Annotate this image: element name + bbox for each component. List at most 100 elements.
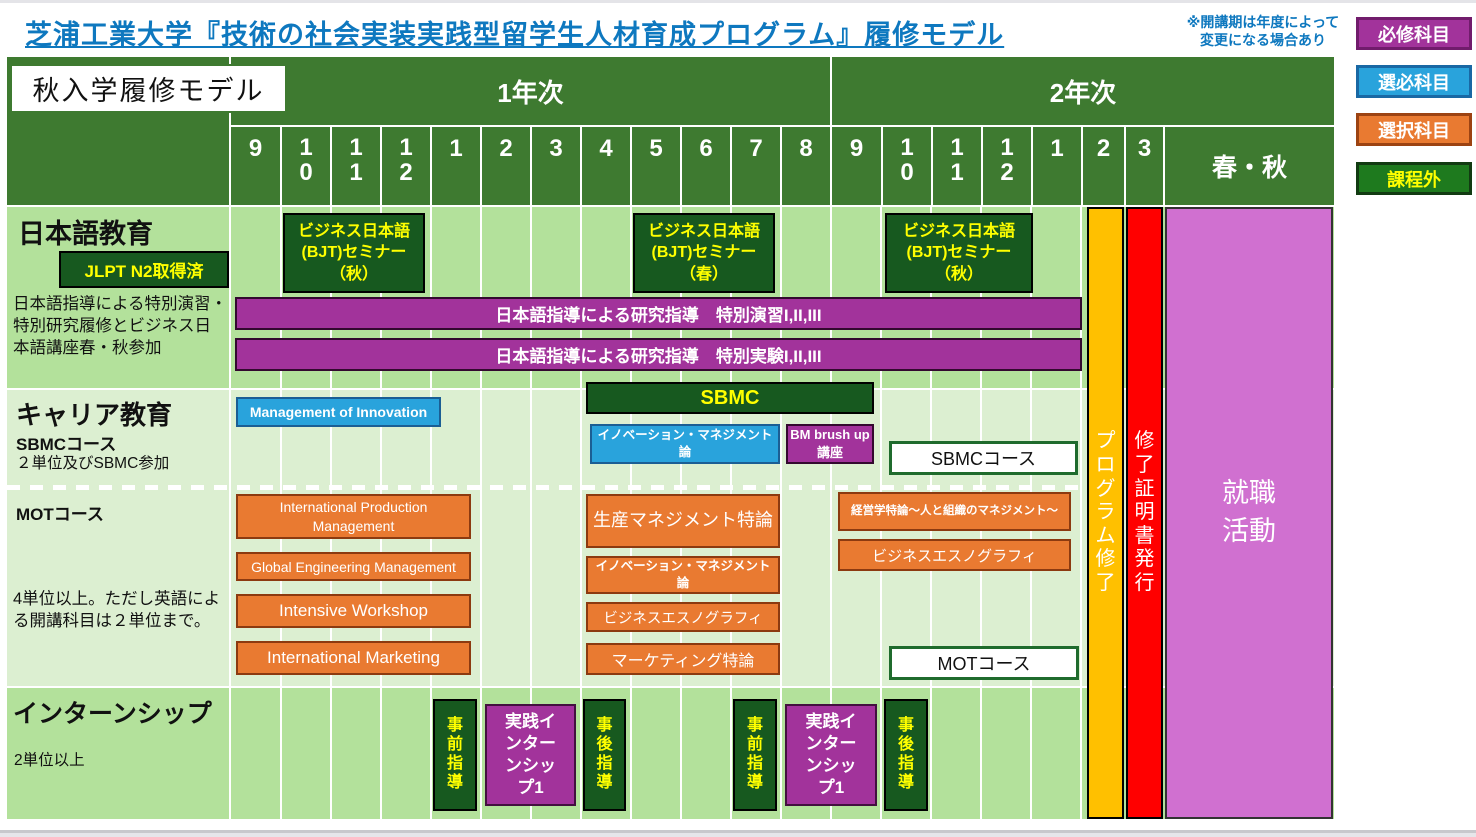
month-cell: 10 <box>881 127 931 205</box>
global-engineering-management-box: Global Engineering Management <box>236 552 471 581</box>
month-label: 2 <box>1096 135 1111 162</box>
bm-brushup-label: BM brush up 講座 <box>790 427 870 460</box>
marketing-box: マーケティング特論 <box>586 643 780 675</box>
sbmc-course-note: ２単位及びSBMC参加 <box>16 455 170 472</box>
research-guidance-seminar-label: 日本語指導による研究指導 特別演習I,II,III <box>495 306 822 325</box>
global-engineering-management-label: Global Engineering Management <box>251 558 456 575</box>
spring-fall-cell: 春・秋 <box>1163 127 1334 205</box>
legend-elective: 選択科目 <box>1356 113 1472 146</box>
sbmc-course-box-label: SBMCコース <box>930 449 1037 469</box>
month-cell: 9 <box>231 127 280 205</box>
month-label: 11 <box>349 134 363 187</box>
gridline <box>480 207 482 819</box>
marketing-label: マーケティング特論 <box>611 653 755 670</box>
month-label: 1 <box>1050 135 1064 162</box>
international-production-management-label: International Production Management <box>279 498 428 534</box>
month-cell: 11 <box>931 127 981 205</box>
internship-section-title: インターンシップ <box>13 700 212 728</box>
certificate-issuance-bar: 修了証明書発行 <box>1126 207 1163 819</box>
production-management-box: 生産マネジメント特論 <box>586 494 780 548</box>
sbmc-box: SBMC <box>586 382 874 414</box>
intensive-workshop-box: Intensive Workshop <box>236 594 471 628</box>
management-of-innovation-box: Management of Innovation <box>236 397 441 427</box>
month-label: 3 <box>549 135 563 162</box>
jlpt-badge: JLPT N2取得済 <box>59 251 229 288</box>
legend-required-label: 必修科目 <box>1378 24 1450 45</box>
month-cell: 3 <box>1124 127 1163 205</box>
practical-internship-label: 実践インターンシップ1 <box>505 711 556 798</box>
post-guidance-label: 事後指導 <box>897 717 914 791</box>
japanese-section-description: 日本語指導による特別演習・特別研究履修とビジネス日本語講座春・秋参加 <box>13 295 228 357</box>
business-ethnography-label: ビジネスエスノグラフィ <box>603 610 763 627</box>
month-cell: 6 <box>680 127 730 205</box>
month-cell: 5 <box>630 127 680 205</box>
jlpt-badge-label: JLPT N2取得済 <box>84 262 204 281</box>
bm-brushup-box: BM brush up 講座 <box>786 424 874 464</box>
bjt-seminar-spring: ビジネス日本語(BJT)セミナー（春） <box>633 213 775 293</box>
sbmc-mot-dashed-divider <box>7 485 1085 490</box>
pre-guidance-box-2: 事前指導 <box>733 699 777 811</box>
business-administration-box: 経営学特論～人と組織のマネジメント～ <box>838 492 1071 531</box>
research-guidance-experiment-label: 日本語指導による研究指導 特別実験I,II,III <box>495 347 822 366</box>
sbmc-label: SBMC <box>700 386 760 409</box>
month-label: 11 <box>950 134 964 187</box>
gridline <box>229 207 231 819</box>
header-divider-vertical <box>229 57 231 205</box>
business-ethnography-mid-box: ビジネスエスノグラフィ <box>586 602 780 632</box>
intensive-workshop-label: Intensive Workshop <box>279 601 428 620</box>
page-title: 芝浦工業大学『技術の社会実装実践型留学生人材育成プログラム』履修モデル <box>25 20 1005 50</box>
month-cell: 1 <box>430 127 480 205</box>
program-completion-label: プログラム修了 <box>1095 430 1116 594</box>
production-management-label: 生産マネジメント特論 <box>593 510 773 531</box>
year2-label: 2年次 <box>1049 77 1117 108</box>
pre-guidance-label: 事前指導 <box>746 717 763 791</box>
pre-guidance-label: 事前指導 <box>446 717 463 791</box>
month-cell: 2 <box>1081 127 1124 205</box>
schedule-note-line2: 変更になる場合あり <box>1200 31 1326 48</box>
month-cell: 4 <box>580 127 630 205</box>
practical-internship-label: 実践インターンシップ1 <box>805 711 857 798</box>
legend-elective-required-label: 選必科目 <box>1378 72 1450 93</box>
business-administration-label: 経営学特論～人と組織のマネジメント～ <box>851 505 1058 518</box>
business-ethnography-right-box: ビジネスエスノグラフィ <box>838 539 1071 571</box>
month-label: 1 <box>449 135 463 162</box>
post-guidance-box-2: 事後指導 <box>884 699 928 811</box>
bjt-seminar-label: ビジネス日本語(BJT)セミナー（春） <box>647 222 760 283</box>
month-label: 3 <box>1137 135 1152 162</box>
month-label: 10 <box>299 134 313 187</box>
top-edge-strip <box>0 0 1476 3</box>
month-label: 12 <box>1000 134 1014 187</box>
bottom-edge-line <box>0 830 1476 833</box>
gridline <box>1080 207 1082 819</box>
sbmc-course-label: SBMCコース <box>16 435 117 454</box>
innovation-management-label: イノベーション・マネジメント論 <box>597 427 773 460</box>
month-cell: 12 <box>380 127 430 205</box>
internship-note: 2単位以上 <box>14 752 85 769</box>
international-production-management-box: International Production Management <box>236 494 471 539</box>
legend-elective-required: 選必科目 <box>1356 65 1472 98</box>
japanese-section-title: 日本語教育 <box>18 219 153 249</box>
innovation-management-orange-label: イノベーション・マネジメント論 <box>595 558 771 591</box>
international-marketing-label: International Marketing <box>267 648 440 667</box>
month-cell: 2 <box>480 127 530 205</box>
year1-header: 1年次 <box>231 57 830 125</box>
header-divider-horizontal <box>231 125 1334 127</box>
legend-required: 必修科目 <box>1356 17 1472 50</box>
management-of-innovation-label: Management of Innovation <box>249 404 428 420</box>
legend-extracurricular: 課程外 <box>1356 162 1472 195</box>
month-label: 12 <box>399 134 413 187</box>
month-label: 2 <box>499 135 513 162</box>
gridline <box>530 207 532 819</box>
international-marketing-box: International Marketing <box>236 641 471 675</box>
month-label: 9 <box>849 135 864 162</box>
mot-course-note: 4単位以上。ただし英語による開講科目は２単位まで。 <box>13 590 221 631</box>
job-hunting-bar: 就職活動 <box>1165 207 1333 819</box>
career-section-title: キャリア教育 <box>16 400 173 430</box>
legend-extracurricular-label: 課程外 <box>1387 169 1441 190</box>
practical-internship-box-2: 実践インターンシップ1 <box>785 704 877 806</box>
mot-course-outline-box: MOTコース <box>889 646 1079 680</box>
legend-elective-label: 選択科目 <box>1378 120 1450 141</box>
research-guidance-seminar-bar: 日本語指導による研究指導 特別演習I,II,III <box>235 297 1082 330</box>
year2-header: 2年次 <box>830 57 1334 125</box>
